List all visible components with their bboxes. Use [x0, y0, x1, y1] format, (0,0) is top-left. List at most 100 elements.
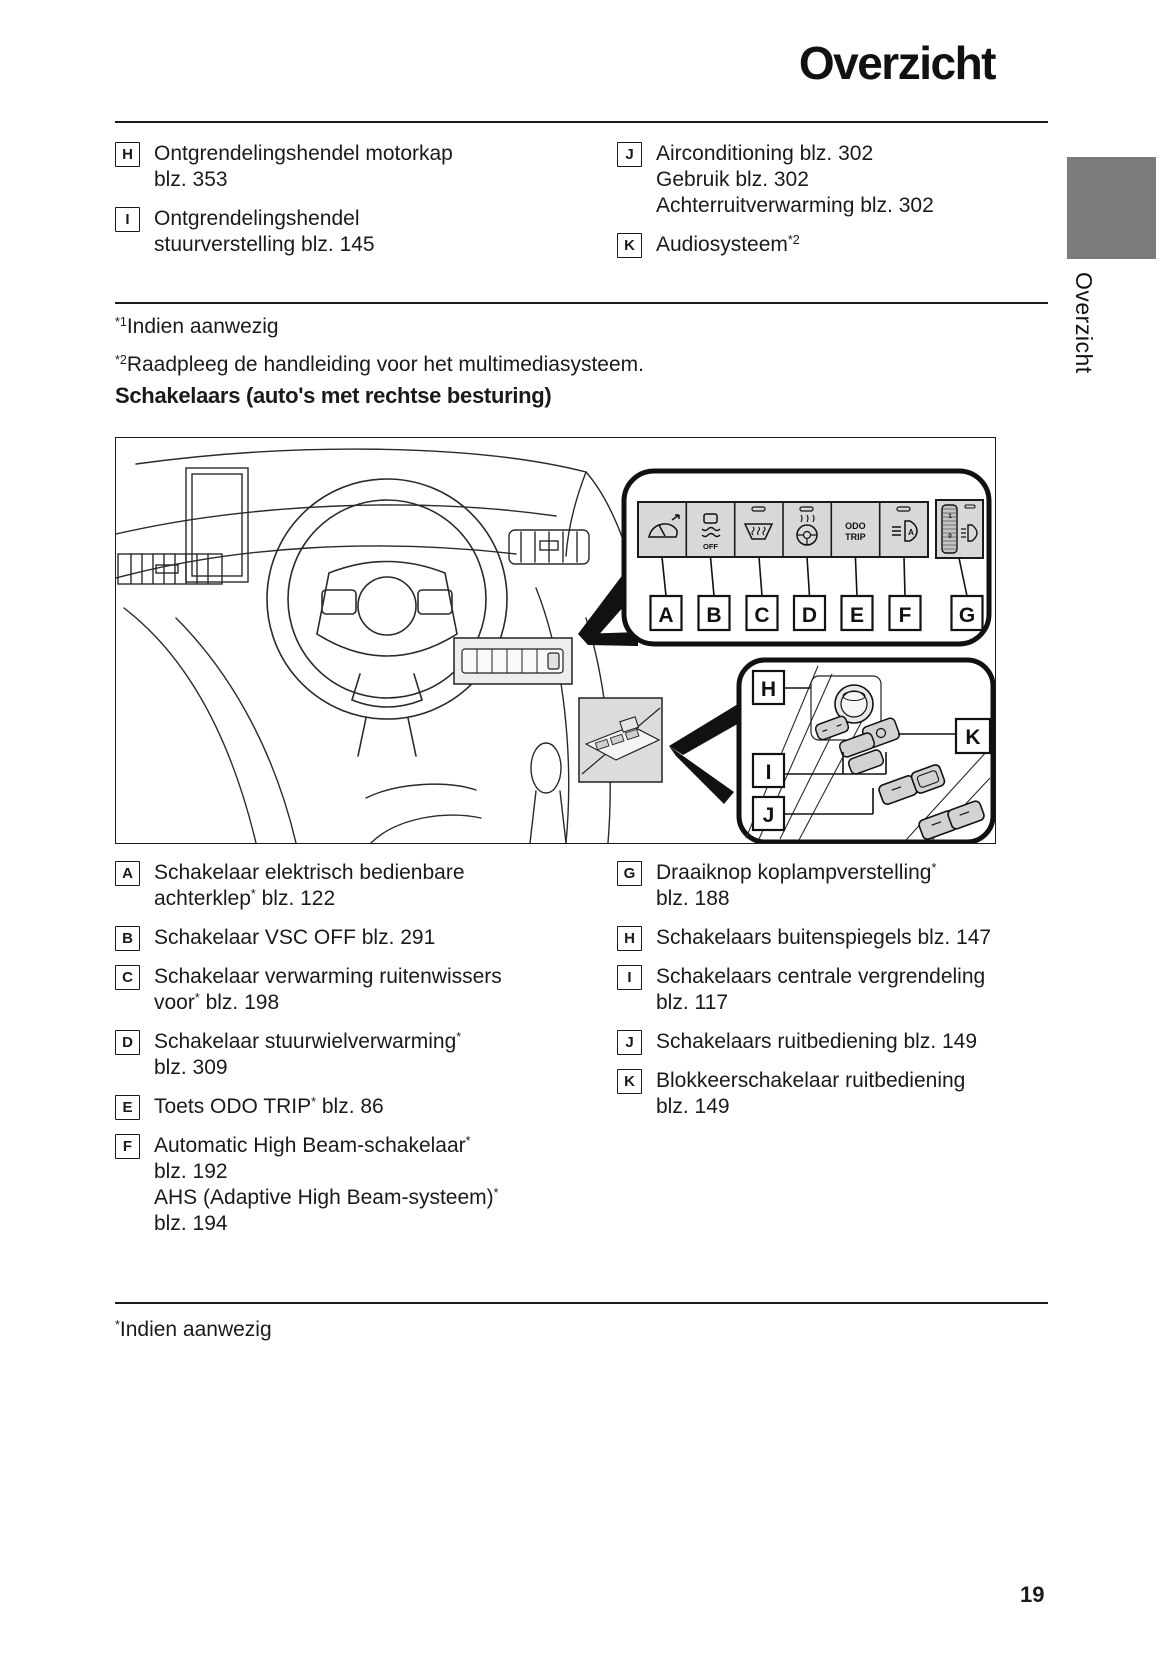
- svg-text:TRIP: TRIP: [845, 532, 866, 542]
- label-i: I: [766, 761, 772, 784]
- steering-wheel-heater-icon: [796, 506, 818, 546]
- item-marker-box: I: [115, 207, 140, 232]
- label-d: D: [802, 604, 817, 627]
- mirror-select-switch: [814, 715, 850, 741]
- item-text: Audiosysteem*2: [656, 233, 800, 256]
- switch-bank-highlight: [453, 637, 573, 685]
- windshield-deicer-icon: [743, 506, 774, 540]
- legend-item: E Toets ODO TRIP* blz. 86: [115, 1094, 585, 1120]
- headlight-leveling-dial: 1 0: [935, 499, 984, 559]
- callout-labels-a-g: A B C D E F G: [649, 594, 984, 632]
- chapter-tab: [1067, 157, 1156, 259]
- item-marker-box: B: [115, 926, 140, 951]
- svg-text:A: A: [908, 528, 914, 537]
- legend-item: K Audiosysteem*2: [617, 232, 1048, 258]
- svg-text:1: 1: [948, 513, 952, 520]
- right-air-vent: [508, 529, 590, 565]
- item-marker-box: C: [115, 965, 140, 990]
- callout-labels-h-k: H I J K: [751, 669, 992, 832]
- legend-item: F Automatic High Beam-schakelaar*blz. 192…: [115, 1133, 585, 1237]
- item-marker-box: G: [617, 861, 642, 886]
- legend-item: D Schakelaar stuurwielverwarming*blz. 309: [115, 1029, 585, 1081]
- item-marker-box: K: [617, 1069, 642, 1094]
- svg-text:OFF: OFF: [703, 542, 718, 551]
- label-g: G: [959, 604, 975, 627]
- door-leader-lines: [784, 687, 956, 815]
- item-marker-box: D: [115, 1030, 140, 1055]
- item-text: Schakelaars ruitbediening blz. 149: [656, 1030, 978, 1053]
- item-marker-box: J: [617, 142, 642, 167]
- label-c: C: [754, 604, 769, 627]
- label-h: H: [761, 678, 776, 701]
- dashboard-art: [116, 448, 645, 843]
- display-screen: [185, 467, 249, 583]
- item-text: Toets ODO TRIP* blz. 86: [154, 1095, 384, 1118]
- item-marker-box: A: [115, 861, 140, 886]
- footnotes: *1Indien aanwezig *2Raadpleeg de handleid…: [115, 308, 644, 384]
- footnote-line: *2Raadpleeg de handleiding voor het mult…: [115, 353, 644, 376]
- callout-door-controls: H I J K: [736, 657, 995, 843]
- label-b: B: [706, 604, 721, 627]
- central-lock-switches: [838, 732, 885, 775]
- item-marker-box: I: [617, 965, 642, 990]
- vsc-off-icon: OFF: [701, 513, 721, 551]
- label-a: A: [658, 604, 673, 627]
- item-text: Draaiknop koplampverstelling*blz. 188: [656, 861, 937, 910]
- bottom-footnote: *Indien aanwezig: [115, 1318, 272, 1341]
- callout-switch-row: OFF ODO TRIP: [621, 468, 992, 647]
- item-marker-box: F: [115, 1134, 140, 1159]
- label-k: K: [965, 726, 980, 749]
- power-tailgate-icon: [648, 514, 680, 538]
- item-marker-box: H: [617, 926, 642, 951]
- divider-footnotes: [115, 302, 1048, 304]
- svg-text:ODO: ODO: [845, 521, 866, 531]
- item-marker-box: E: [115, 1095, 140, 1120]
- left-air-vent: [117, 553, 223, 585]
- callout-leader-lines: [661, 556, 968, 597]
- divider-top: [115, 121, 1048, 123]
- item-marker-box: J: [617, 1030, 642, 1055]
- svg-text:0: 0: [948, 533, 952, 540]
- page-number: 19: [1020, 1582, 1045, 1607]
- chapter-tab-label: Overzicht: [1071, 272, 1097, 374]
- odo-trip-button: ODO TRIP: [845, 521, 866, 542]
- legend-item: G Draaiknop koplampverstelling*blz. 188: [617, 860, 1048, 912]
- item-marker-box: K: [617, 233, 642, 258]
- item-text: Schakelaar VSC OFF blz. 291: [154, 926, 436, 949]
- footnote-line: *1Indien aanwezig: [115, 315, 279, 338]
- page-title: Overzicht: [798, 37, 997, 89]
- legend-item: H Schakelaars buitenspiegels blz. 147: [617, 925, 1048, 951]
- item-marker-box: H: [115, 142, 140, 167]
- cockpit-illustration: OFF ODO TRIP: [116, 448, 995, 843]
- item-text: Schakelaar stuurwielverwarming*blz. 309: [154, 1030, 462, 1079]
- label-j: J: [763, 804, 775, 827]
- steering-wheel: [266, 478, 520, 757]
- legend-item: B Schakelaar VSC OFF blz. 291: [115, 925, 585, 951]
- auto-high-beam-icon: A: [892, 506, 918, 542]
- overview-diagram: OFF ODO TRIP: [115, 437, 996, 844]
- label-e: E: [850, 604, 864, 627]
- divider-bottom: [115, 1302, 1048, 1304]
- item-text: Schakelaars buitenspiegels blz. 147: [656, 926, 992, 949]
- gear-knob: [530, 742, 562, 794]
- legend-item: J Schakelaars ruitbediening blz. 149: [617, 1029, 1048, 1055]
